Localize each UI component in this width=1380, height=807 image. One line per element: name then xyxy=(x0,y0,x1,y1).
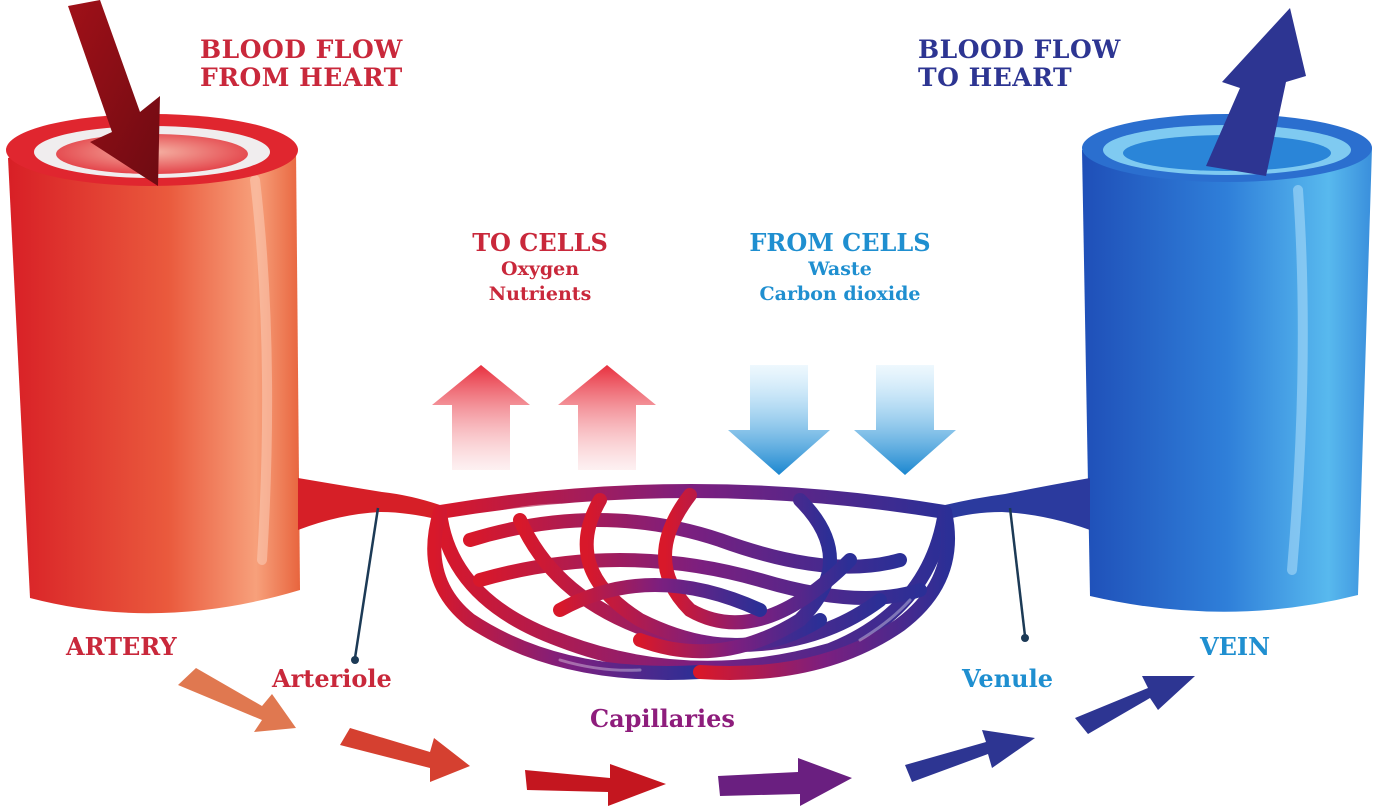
flow-arrow-icon xyxy=(525,764,666,806)
arteriole-vessel xyxy=(298,478,440,530)
to-cells-label: TO CELLS Oxygen Nutrients xyxy=(440,230,640,306)
up-arrow-icon xyxy=(558,365,656,470)
from-cells-title: FROM CELLS xyxy=(710,230,970,257)
artery-label: ARTERY xyxy=(66,634,177,661)
down-arrow-icon xyxy=(728,365,830,475)
arteriole-pointer xyxy=(351,508,378,664)
from-cells-item: Carbon dioxide xyxy=(710,282,970,307)
from-cells-item: Waste xyxy=(710,257,970,282)
down-arrow-icon xyxy=(854,365,956,475)
to-cells-title: TO CELLS xyxy=(440,230,640,257)
venule-vessel xyxy=(945,478,1090,530)
from-cells-label: FROM CELLS Waste Carbon dioxide xyxy=(710,230,970,306)
vein-vessel xyxy=(1082,114,1372,612)
flow-arrow-icon xyxy=(718,758,852,806)
artery-vessel xyxy=(6,114,300,613)
venule-pointer xyxy=(1010,508,1029,642)
flow-arrow-icon xyxy=(905,730,1035,782)
capillary-network xyxy=(434,491,948,673)
blood-flow-from-heart-label: BLOOD FLOW FROM HEART xyxy=(200,36,403,92)
to-cells-item: Oxygen xyxy=(440,257,640,282)
capillaries-label: Capillaries xyxy=(590,706,735,733)
to-cells-item: Nutrients xyxy=(440,282,640,307)
venule-label: Venule xyxy=(962,666,1053,693)
arteriole-label: Arteriole xyxy=(272,666,392,693)
flow-arrow-icon xyxy=(1075,676,1195,734)
flow-arrow-icon xyxy=(340,728,470,782)
blood-flow-to-heart-label: BLOOD FLOW TO HEART xyxy=(918,36,1121,92)
up-arrow-icon xyxy=(432,365,530,470)
vein-label: VEIN xyxy=(1200,634,1270,661)
